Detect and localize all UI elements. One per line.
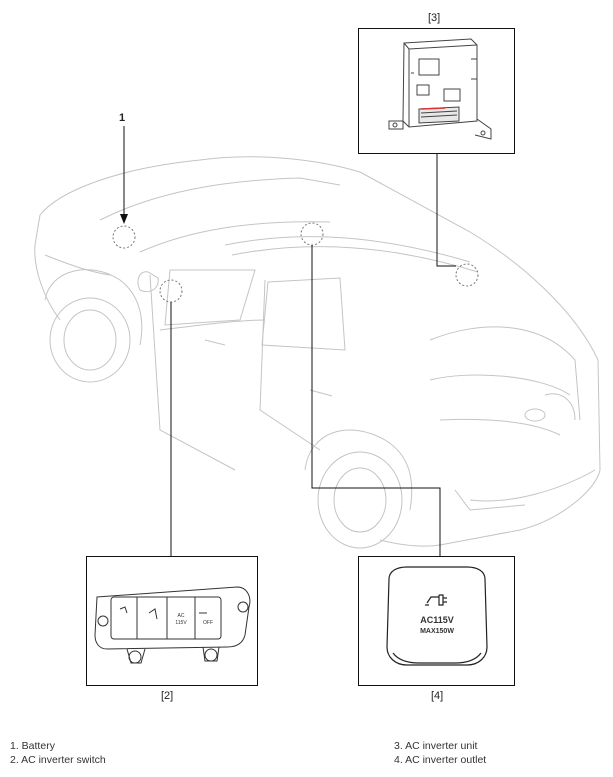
callout-2-label: [2]: [161, 690, 174, 702]
legend-item-inverter-unit: 3. AC inverter unit: [394, 740, 478, 752]
battery-arrowhead: [120, 214, 128, 224]
inverter-unit-detail-box: [358, 28, 515, 154]
switch-voltage-text: 115V: [175, 620, 187, 626]
outlet-rating-text: AC115V: [420, 615, 454, 625]
callout-1-label: 1: [119, 112, 126, 124]
legend-item-inverter-switch: 2. AC inverter switch: [10, 754, 106, 766]
battery-location-circle: [112, 225, 136, 249]
vehicle-outline: [34, 156, 601, 549]
inverter-switch-detail-box: AC 115V OFF: [86, 556, 258, 686]
outlet-max-text: MAX150W: [420, 628, 454, 635]
switch-off-text: OFF: [203, 620, 213, 626]
outlet-leader-line: [311, 245, 441, 556]
inverter-outlet-illustration: AC115V MAX150W: [386, 566, 488, 666]
callout-4-label: [4]: [431, 690, 444, 702]
outlet-location-circle: [300, 222, 324, 246]
inverter-outlet-detail-box: AC115V MAX150W: [358, 556, 515, 686]
legend-item-battery: 1. Battery: [10, 740, 55, 752]
inverter-switch-illustration: AC 115V OFF: [94, 586, 251, 664]
switch-location-circle: [159, 279, 183, 303]
callout-3-label: [3]: [428, 12, 441, 24]
switch-ac-text: AC: [178, 613, 185, 619]
inverter-unit-illustration: [388, 38, 492, 140]
unit-location-circle: [455, 263, 479, 287]
unit-leader-line: [436, 152, 456, 267]
legend-item-inverter-outlet: 4. AC inverter outlet: [394, 754, 487, 766]
